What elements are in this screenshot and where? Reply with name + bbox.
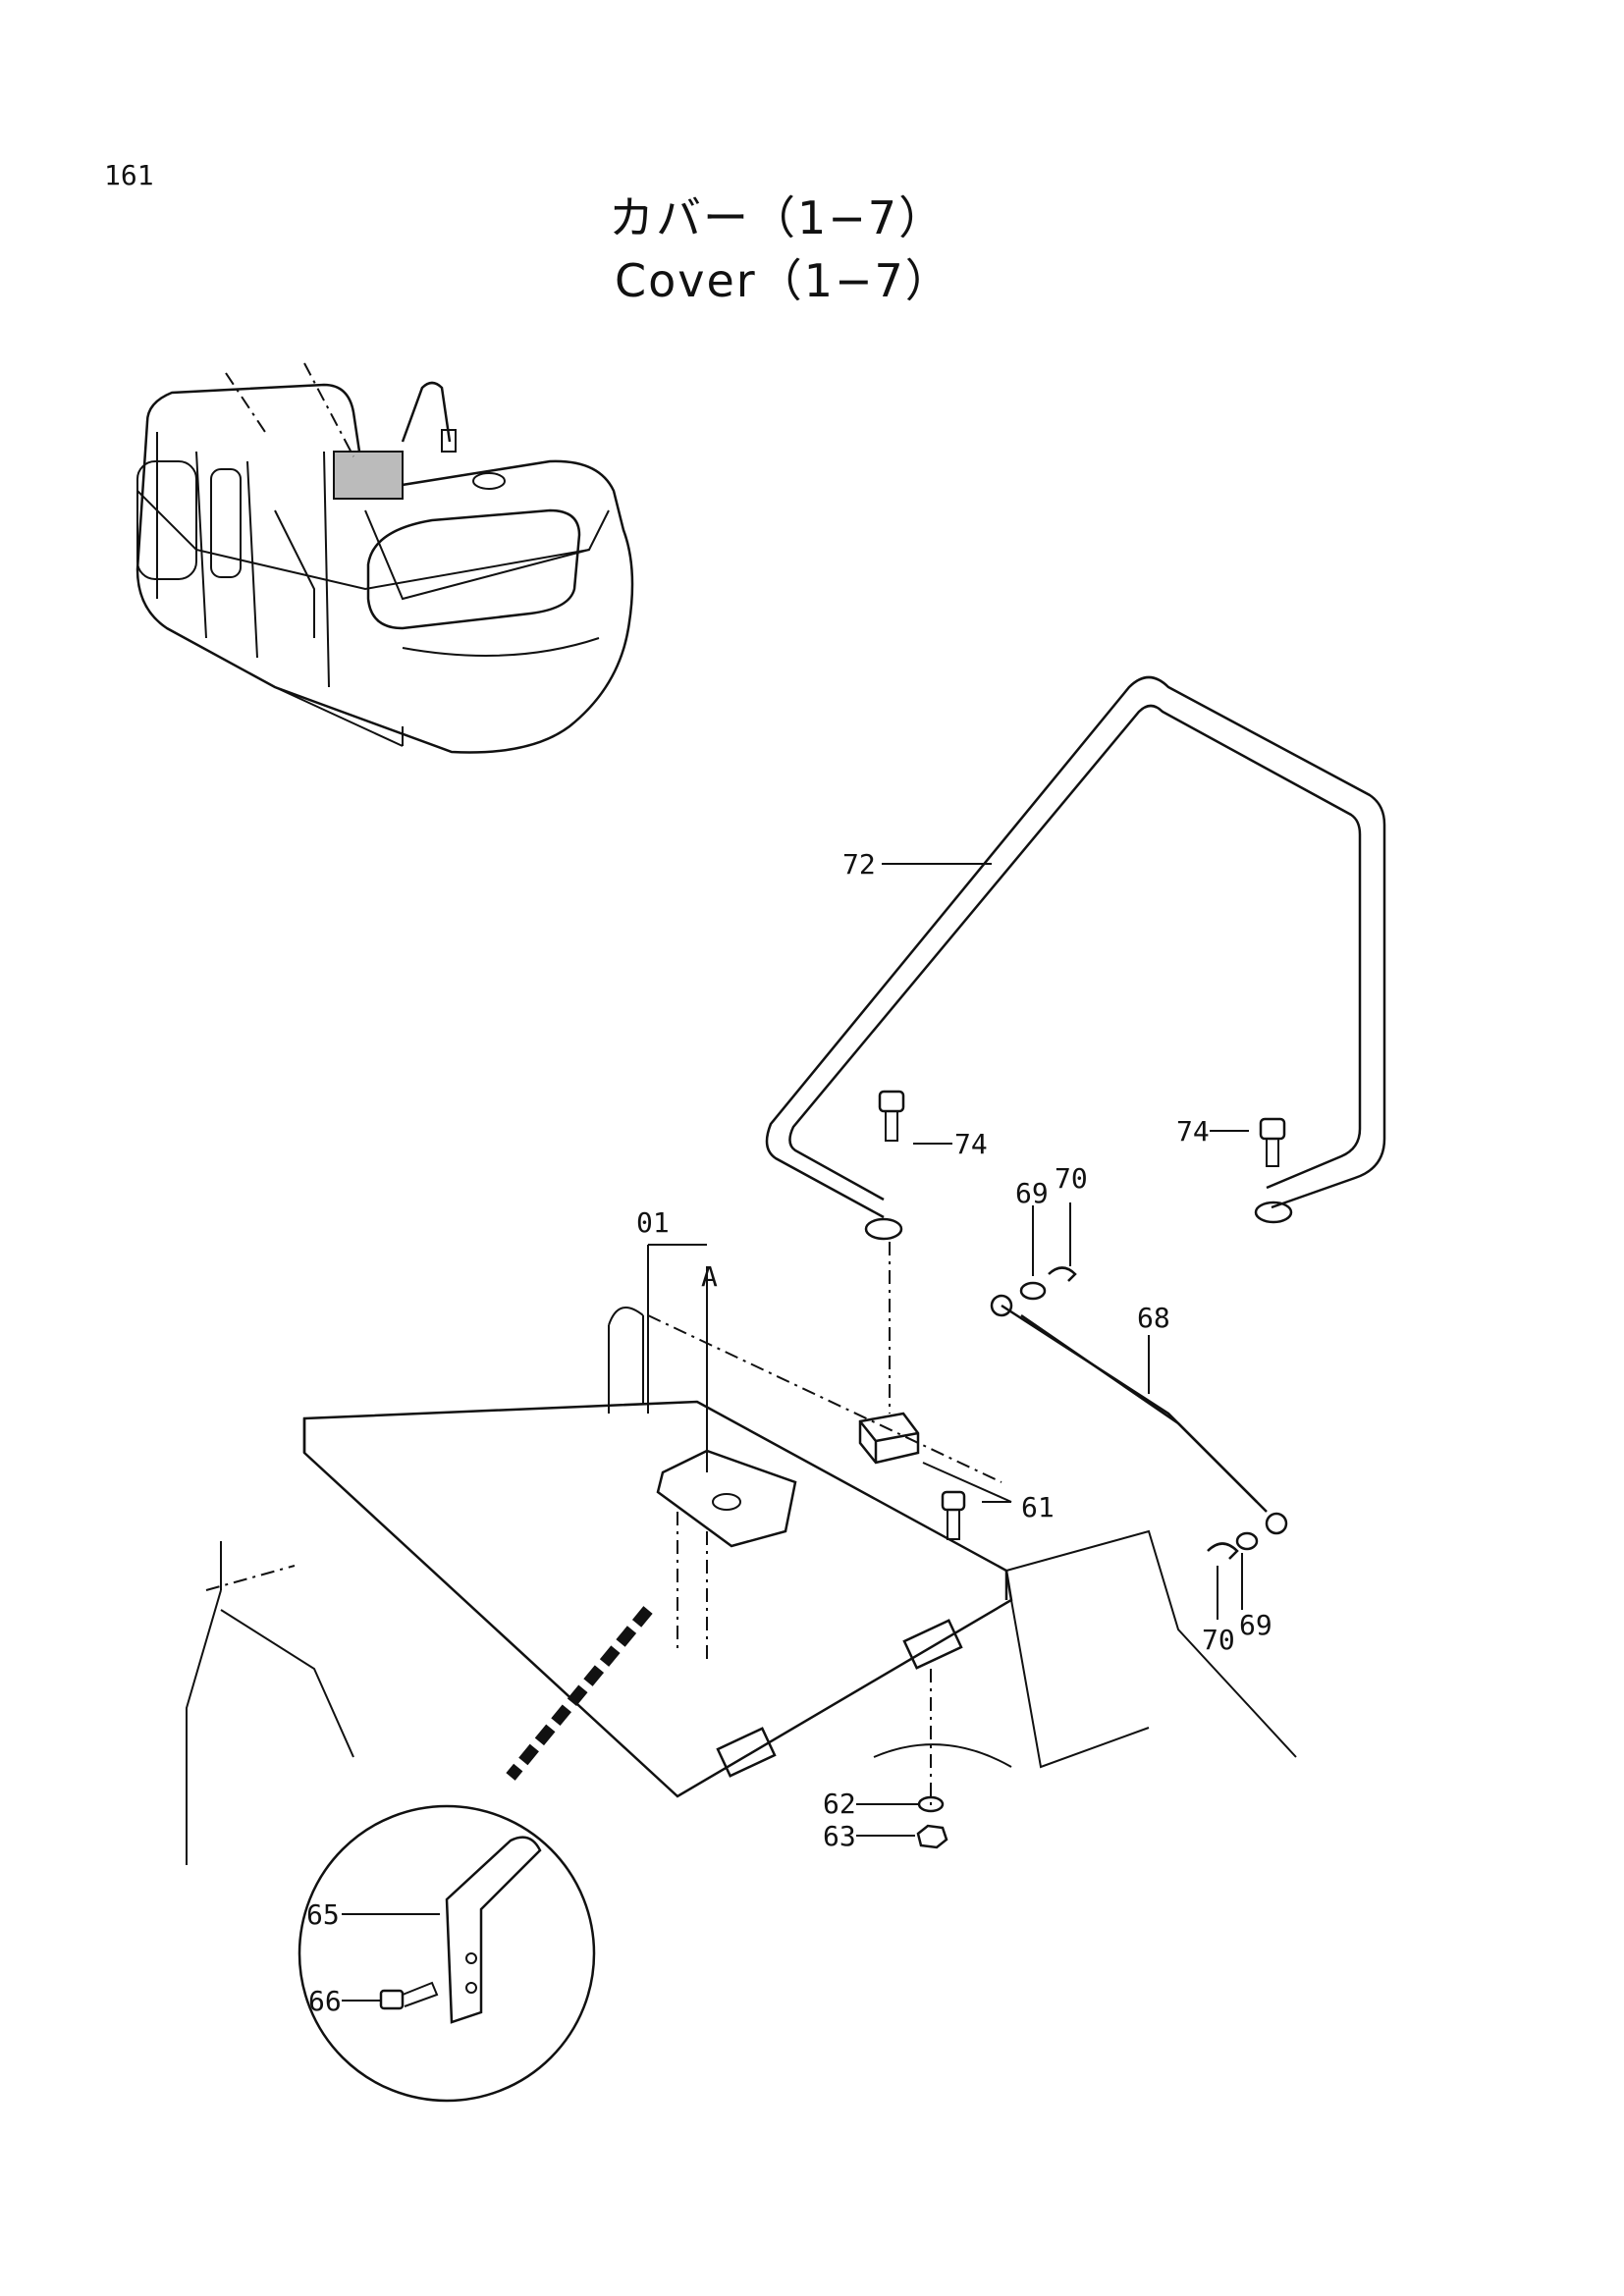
- callout-66: 66: [308, 1985, 342, 2017]
- callout-01: 01: [636, 1206, 670, 1239]
- damper-block: [858, 1412, 920, 1465]
- callout-65: 65: [306, 1898, 340, 1931]
- bolt-61: [941, 1490, 966, 1540]
- leader-lines: [342, 863, 1249, 2002]
- callout-68: 68: [1137, 1302, 1170, 1334]
- bolt-74-left: [878, 1090, 905, 1142]
- washer-62: [917, 1795, 945, 1813]
- cover-panel: [302, 1400, 1013, 1798]
- grab-rail: [765, 675, 1386, 1241]
- bracket-65: [445, 1836, 542, 2024]
- page-number: 161: [104, 159, 154, 191]
- callout-62: 62: [823, 1788, 856, 1820]
- callout-70-bottom: 70: [1202, 1624, 1235, 1656]
- callout-74-left: 74: [954, 1128, 988, 1160]
- bolt-66: [379, 1981, 439, 2010]
- detail-leader: [506, 1606, 653, 1781]
- pin-70-bottom: [1207, 1542, 1239, 1560]
- page-title-english: Cover（1−7）: [615, 254, 952, 307]
- callout-70-top: 70: [1055, 1162, 1088, 1195]
- hinge-right: [902, 1619, 963, 1670]
- bolt-74-right: [1259, 1117, 1286, 1167]
- gas-spring: [990, 1294, 1288, 1535]
- callout-63: 63: [823, 1820, 856, 1852]
- nut-63: [916, 1824, 948, 1849]
- detail-callout-circle: [298, 1804, 596, 2103]
- callout-72: 72: [842, 848, 876, 881]
- machine-overview-illustration: [135, 362, 634, 754]
- hinge-left: [716, 1727, 777, 1778]
- washer-69-bottom: [1235, 1531, 1259, 1551]
- washer-69-top: [1019, 1281, 1047, 1301]
- callout-69-top: 69: [1015, 1177, 1049, 1209]
- callout-A: A: [701, 1260, 718, 1293]
- page-title-japanese: カバー（1−7）: [609, 191, 947, 244]
- pin-70-top: [1048, 1266, 1077, 1282]
- callout-69-bottom: 69: [1239, 1609, 1272, 1641]
- callout-74-right: 74: [1176, 1115, 1210, 1148]
- callout-61: 61: [1021, 1491, 1055, 1523]
